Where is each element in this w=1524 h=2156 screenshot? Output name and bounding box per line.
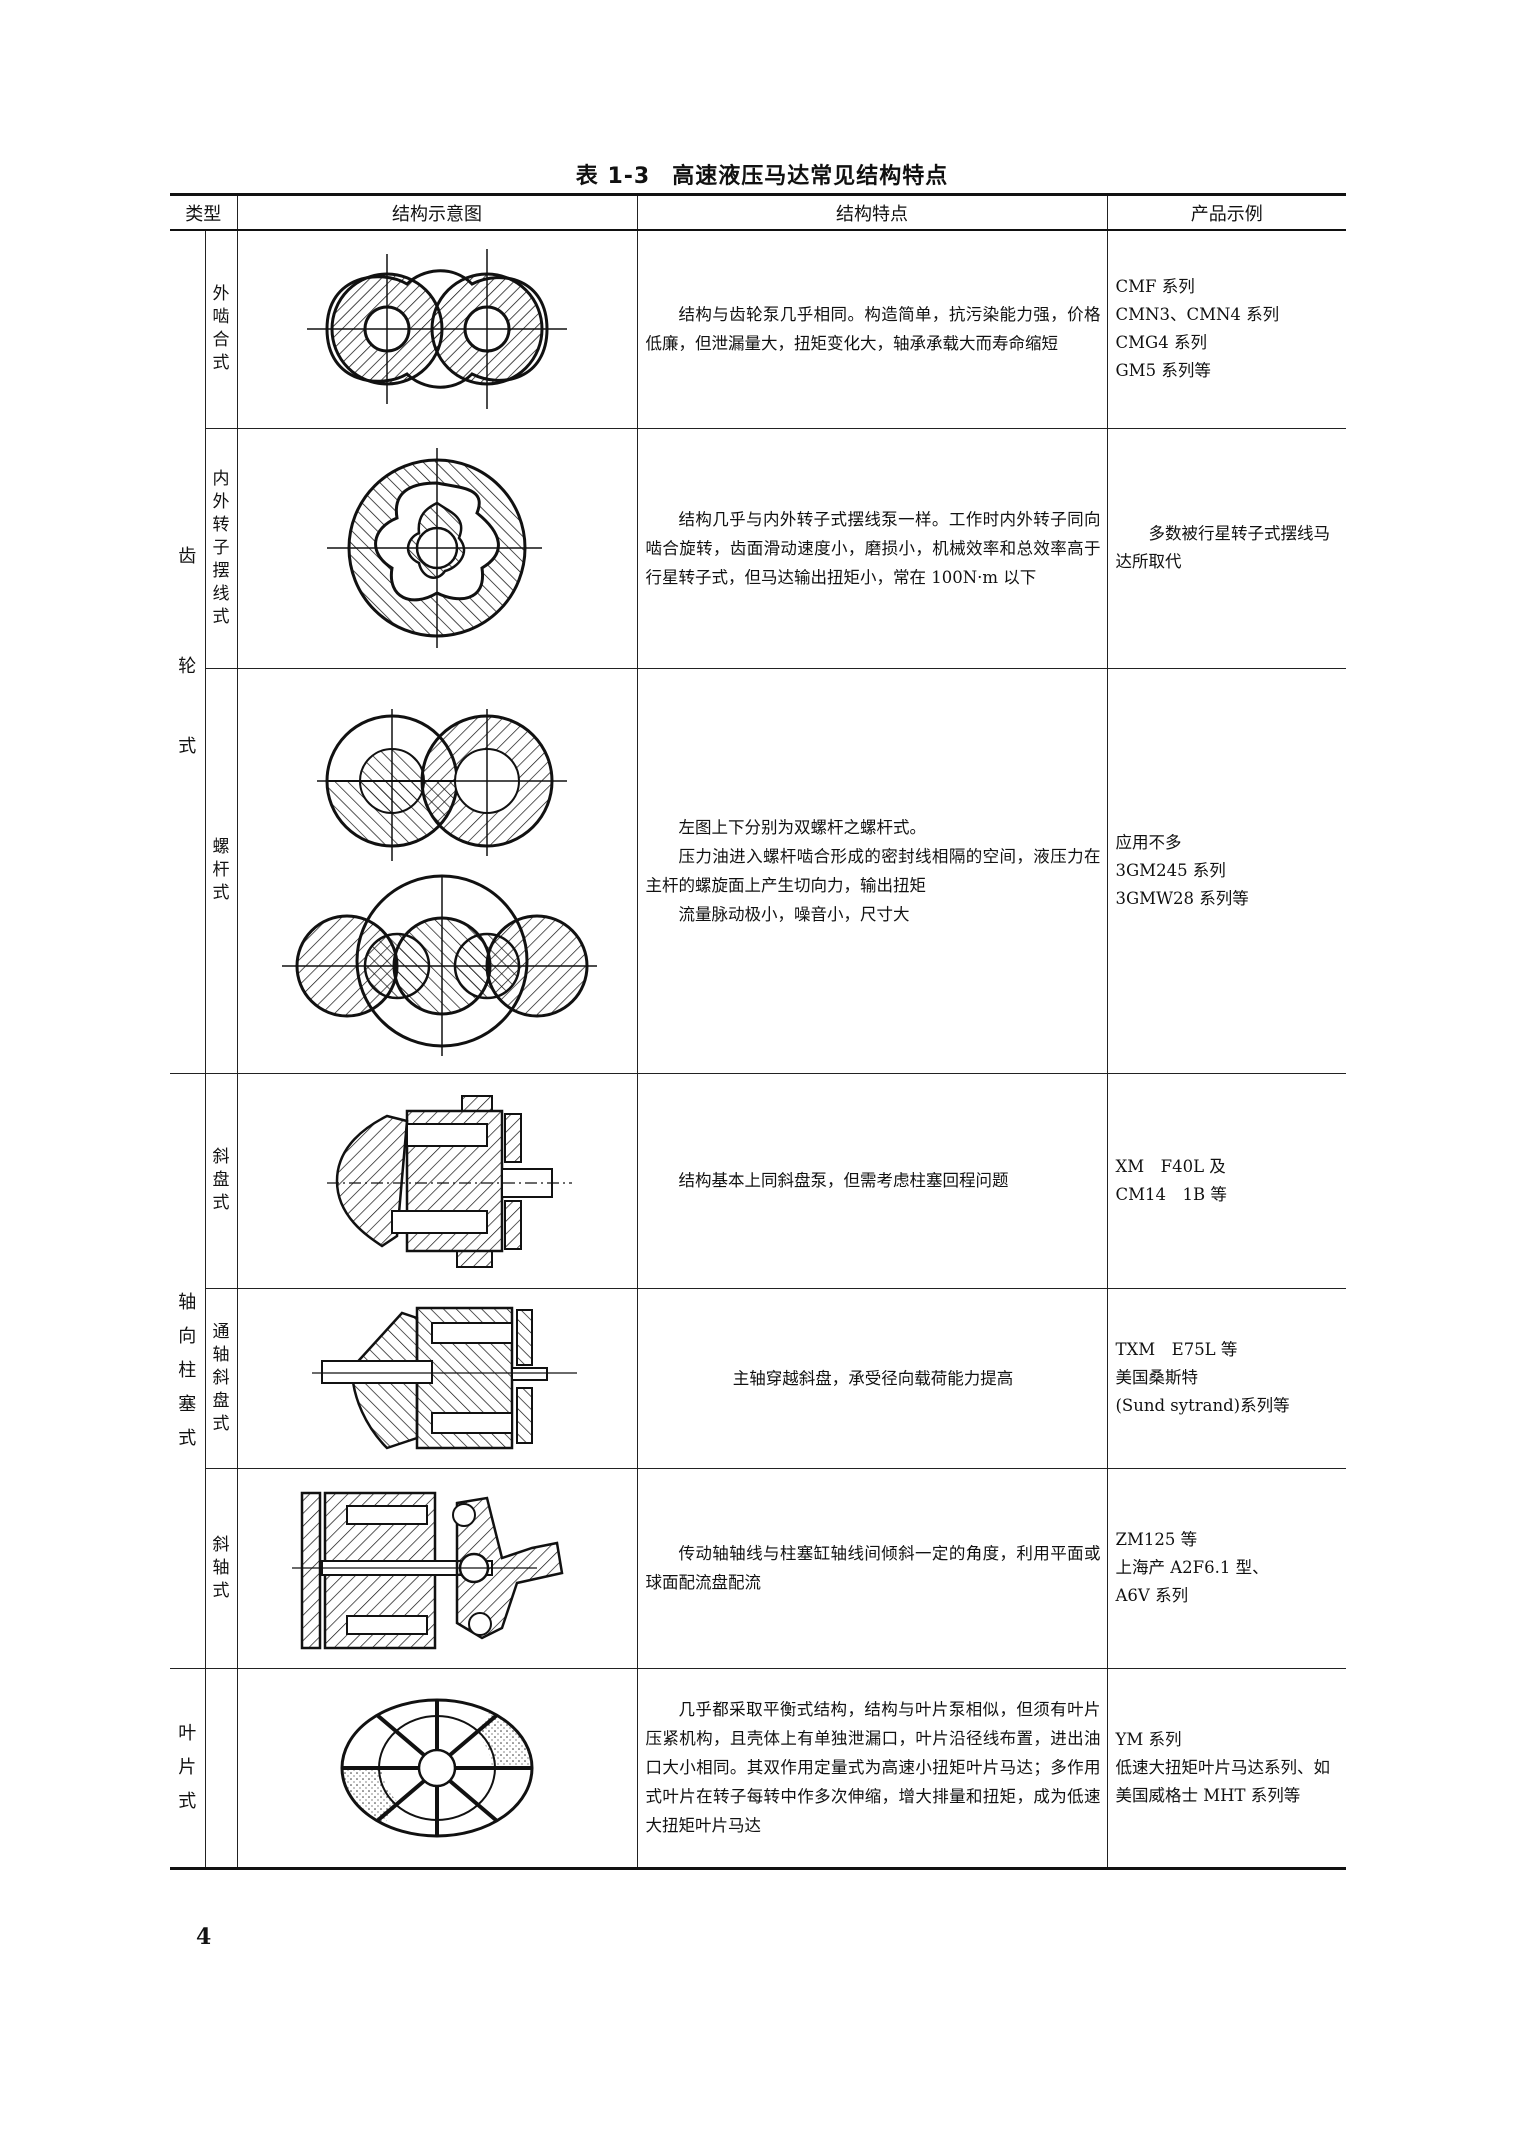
bent-axis-diagram <box>236 1467 638 1669</box>
table-row: 通轴斜盘式 主轴穿越斜盘，承受径向载荷能力提高 TXM E75L 等美国桑斯特(… <box>170 1287 1346 1469</box>
subtype-through-shaft-swashplate: 通轴斜盘式 <box>205 1287 238 1469</box>
motor-structure-table: 类型 结构示意图 结构特点 产品示例 齿 轮 式 外啮合式 <box>170 193 1346 1870</box>
screw-drawing-icon <box>282 708 597 1056</box>
subtype-swashplate: 斜盘式 <box>204 1072 238 1289</box>
vane-drawing-icon <box>340 1698 534 1837</box>
group-gear: 齿 轮 式 <box>170 229 206 1074</box>
table-row: 轴向柱塞式 斜盘式 结构基本上同斜盘泵，但需考虑柱塞回程问题 XM F40L 及… <box>170 1072 1346 1669</box>
table-row: 斜轴式 传动轴轴线与柱塞缸轴线间倾斜一定的角度，利用平面或球面配流盘配流 ZM1… <box>170 1467 1346 1669</box>
products-cell: YM 系列低速大扭矩叶片马达系列、如美国威格士 MHT 系列等 <box>1106 1667 1346 1870</box>
through-shaft-drawing-icon <box>312 1306 577 1450</box>
external-gear-drawing-icon <box>307 249 567 410</box>
features-cell: 结构与齿轮泵几乎相同。构造简单，抗污染能力强，价格低廉，但泄漏量大，扭矩变化大，… <box>636 229 1108 429</box>
table-header-row: 类型 结构示意图 结构特点 产品示例 <box>170 193 1346 231</box>
features-cell: 结构几乎与内外转子式摆线泵一样。工作时内外转子同向啮合旋转，齿面滑动速度小，磨损… <box>636 427 1108 669</box>
gerotor-drawing-icon <box>327 448 542 648</box>
subtype-bent-axis: 斜轴式 <box>205 1467 238 1669</box>
table-row: 内外转子摆线式 结构几乎与内外转子式摆线泵一样。工作时内外转子同向啮合旋转，齿面… <box>170 427 1346 669</box>
vane-diagram <box>236 1667 638 1870</box>
header-type: 类型 <box>170 193 238 231</box>
bent-axis-drawing-icon <box>292 1491 564 1650</box>
gerotor-diagram <box>236 427 638 669</box>
products-cell: ZM125 等上海产 A2F6.1 型、A6V 系列 <box>1106 1467 1346 1669</box>
features-cell: 主轴穿越斜盘，承受径向载荷能力提高 <box>636 1287 1108 1469</box>
swashplate-diagram <box>236 1072 638 1289</box>
table-number: 表 1-3 <box>575 164 651 189</box>
table-caption: 表 1-3 高速液压马达常见结构特点 <box>0 158 1524 190</box>
table-row: 齿 轮 式 外啮合式 结构与齿轮泵几乎相同。构造简单，抗污染能力强，价格低廉，但… <box>170 229 1346 1074</box>
screw-diagram <box>236 667 638 1074</box>
through-shaft-diagram <box>236 1287 638 1469</box>
table-row: 叶片式 几乎都采取平衡式结构，结构与叶片泵相似，但须有叶片压紧机构，且壳体上有单… <box>170 1667 1346 1870</box>
subtype-vane-empty <box>204 1667 238 1870</box>
table-title: 高速液压马达常见结构特点 <box>672 164 949 189</box>
features-cell: 左图上下分别为双螺杆之螺杆式。压力油进入螺杆啮合形成的密封线相隔的空间，液压力在… <box>636 667 1108 1074</box>
header-products: 产品示例 <box>1106 193 1346 231</box>
subtype-gerotor: 内外转子摆线式 <box>205 427 238 669</box>
features-cell: 传动轴轴线与柱塞缸轴线间倾斜一定的角度，利用平面或球面配流盘配流 <box>636 1467 1108 1669</box>
products-cell: 多数被行星转子式摆线马达所取代 <box>1106 427 1346 669</box>
group-axial-piston: 轴向柱塞式 <box>170 1072 206 1669</box>
table-row: 螺杆式 <box>170 667 1346 1074</box>
page-number: 4 <box>196 1924 212 1950</box>
subtype-screw: 螺杆式 <box>205 667 238 1074</box>
header-diagram: 结构示意图 <box>236 193 638 231</box>
products-cell: TXM E75L 等美国桑斯特(Sund sytrand)系列等 <box>1106 1287 1346 1469</box>
external-gear-diagram <box>236 229 638 429</box>
features-cell: 几乎都采取平衡式结构，结构与叶片泵相似，但须有叶片压紧机构，且壳体上有单独泄漏口… <box>636 1667 1108 1870</box>
features-cell: 结构基本上同斜盘泵，但需考虑柱塞回程问题 <box>636 1072 1108 1289</box>
group-vane: 叶片式 <box>170 1667 206 1870</box>
header-features: 结构特点 <box>636 193 1108 231</box>
swashplate-drawing-icon <box>327 1094 572 1268</box>
subtype-external-gear: 外啮合式 <box>204 229 238 429</box>
